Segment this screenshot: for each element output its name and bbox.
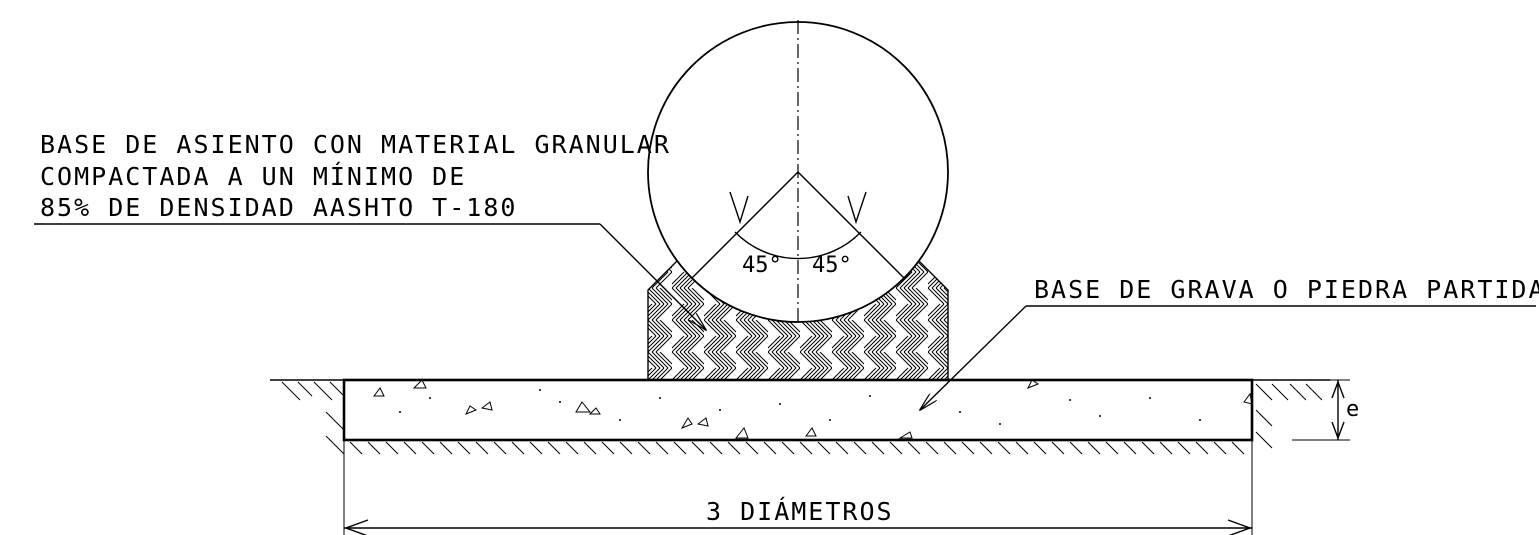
soil-tick: [457, 441, 471, 455]
gravel-base-label: BASE DE GRAVA O PIEDRA PARTIDA: [1034, 275, 1539, 304]
soil-tick: [889, 441, 903, 455]
gravel-leader: [920, 305, 1536, 410]
soil-tick: [673, 441, 687, 455]
soil-tick: [475, 441, 489, 455]
soil-tick: [871, 441, 885, 455]
soil-tick: [655, 441, 669, 455]
ground-line-left: [270, 379, 345, 455]
soil-tick: [1213, 441, 1227, 455]
soil-tick: [745, 441, 759, 455]
soil-tick: [907, 441, 921, 455]
soil-tick: [1141, 441, 1155, 455]
soil-tick: [709, 441, 723, 455]
soil-tick: [1177, 441, 1191, 455]
soil-tick: [727, 441, 741, 455]
soil-tick: [1231, 441, 1245, 455]
soil-tick: [961, 441, 975, 455]
soil-tick: [1069, 441, 1083, 455]
ground-line-right: [1252, 379, 1330, 449]
native-soil-ticks: [349, 441, 1245, 455]
angle-right-label: 45°: [812, 253, 852, 278]
soil-tick: [817, 441, 831, 455]
soil-tick: [1015, 441, 1029, 455]
soil-tick: [1033, 441, 1047, 455]
soil-tick: [1123, 441, 1137, 455]
soil-tick: [403, 441, 417, 455]
soil-tick: [637, 441, 651, 455]
angle-left-label: 45°: [742, 253, 782, 278]
soil-tick: [1195, 441, 1209, 455]
soil-tick: [349, 441, 363, 455]
bedding-label-line2: COMPACTADA A UN MÍNIMO DE: [40, 162, 466, 191]
soil-tick: [1051, 441, 1065, 455]
soil-tick: [997, 441, 1011, 455]
soil-tick: [691, 441, 705, 455]
soil-tick: [583, 441, 597, 455]
soil-tick: [493, 441, 507, 455]
soil-tick: [1159, 441, 1173, 455]
width-dimension: [343, 440, 1253, 535]
soil-tick: [511, 441, 525, 455]
soil-tick: [943, 441, 957, 455]
thickness-dimension: [1292, 379, 1350, 441]
thickness-label: e: [1346, 397, 1359, 422]
soil-tick: [439, 441, 453, 455]
soil-tick: [763, 441, 777, 455]
bedding-label-line1: BASE DE ASIENTO CON MATERIAL GRANULAR: [40, 130, 671, 159]
soil-tick: [1087, 441, 1101, 455]
soil-tick: [601, 441, 615, 455]
soil-tick: [565, 441, 579, 455]
soil-tick: [925, 441, 939, 455]
width-dimension-label: 3 DIÁMETROS: [706, 497, 894, 526]
soil-tick: [853, 441, 867, 455]
soil-tick: [781, 441, 795, 455]
soil-tick: [835, 441, 849, 455]
soil-tick: [619, 441, 633, 455]
bedding-label-line3: 85% DE DENSIDAD AASHTO T-180: [40, 193, 517, 222]
soil-tick: [529, 441, 543, 455]
soil-tick: [367, 441, 381, 455]
soil-tick: [1105, 441, 1119, 455]
soil-tick: [421, 441, 435, 455]
soil-tick: [385, 441, 399, 455]
soil-tick: [547, 441, 561, 455]
angle-construction-lines: [691, 171, 905, 279]
bedding-leader: [34, 223, 706, 330]
soil-tick: [979, 441, 993, 455]
gravel-base: [342, 378, 1254, 442]
soil-tick: [799, 441, 813, 455]
